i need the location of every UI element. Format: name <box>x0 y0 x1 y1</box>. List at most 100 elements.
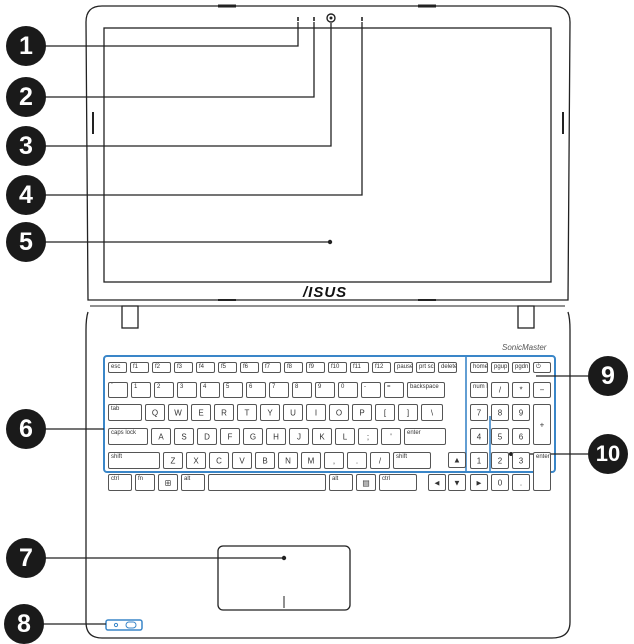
numpad-key-6[interactable]: * <box>512 382 530 398</box>
key-row3-5[interactable]: G <box>243 428 263 445</box>
key-8-fn[interactable]: f8 <box>284 362 303 373</box>
numpad-key-14[interactable]: 6 <box>512 428 530 445</box>
key-11-fn[interactable]: f11 <box>350 362 369 373</box>
key-row1-6[interactable]: 6 <box>246 382 266 398</box>
key-row4-11[interactable]: shift <box>393 452 431 469</box>
key-13-fn[interactable]: pause break <box>394 362 413 373</box>
key-15-fn[interactable]: delete <box>438 362 457 373</box>
key-row4-8[interactable]: , <box>324 452 344 469</box>
key-row1-8[interactable]: 8 <box>292 382 312 398</box>
key-2-fn[interactable]: f2 <box>152 362 171 373</box>
key-row2-11[interactable]: [ <box>375 404 395 421</box>
key-row4-6[interactable]: N <box>278 452 298 469</box>
key-row3-3[interactable]: D <box>197 428 217 445</box>
key-row2-4[interactable]: R <box>214 404 234 421</box>
key-row3-7[interactable]: J <box>289 428 309 445</box>
key-row3-0[interactable]: caps lock <box>108 428 148 445</box>
key-10-fn[interactable]: f10 <box>328 362 347 373</box>
numpad-key-13[interactable]: 5 <box>491 428 509 445</box>
numpad-key-12[interactable]: 4 <box>470 428 488 445</box>
numpad-key-1[interactable]: pgup <box>491 362 509 373</box>
numpad-key-15[interactable]: 1 <box>470 452 488 469</box>
key-row3-8[interactable]: K <box>312 428 332 445</box>
numpad-key-19[interactable]: 0 <box>491 474 509 491</box>
key-row2-5[interactable]: T <box>237 404 257 421</box>
key-row3-9[interactable]: L <box>335 428 355 445</box>
numpad-key-17[interactable]: 3 <box>512 452 530 469</box>
key-row2-9[interactable]: O <box>329 404 349 421</box>
key-row4-10[interactable]: / <box>370 452 390 469</box>
key-arrow-left[interactable]: ◄ <box>428 474 446 491</box>
key-row5-4[interactable] <box>208 474 326 491</box>
numpad-key-0[interactable]: home <box>470 362 488 373</box>
key-5-fn[interactable]: f5 <box>218 362 237 373</box>
key-row4-7[interactable]: M <box>301 452 321 469</box>
key-row2-12[interactable]: ] <box>398 404 418 421</box>
key-row3-10[interactable]: ; <box>358 428 378 445</box>
key-0-fn[interactable]: esc <box>108 362 127 373</box>
key-row3-4[interactable]: F <box>220 428 240 445</box>
key-row5-3[interactable]: alt <box>181 474 205 491</box>
key-7-fn[interactable]: f7 <box>262 362 281 373</box>
key-row5-7[interactable]: ctrl <box>379 474 417 491</box>
key-row3-11[interactable]: ' <box>381 428 401 445</box>
key-row1-2[interactable]: 2 <box>154 382 174 398</box>
key-row5-0[interactable]: ctrl <box>108 474 132 491</box>
key-arrow-down[interactable]: ▼ <box>448 474 466 491</box>
key-row5-5[interactable]: alt <box>329 474 353 491</box>
key-arrow-right[interactable]: ► <box>470 474 488 491</box>
key-row1-12[interactable]: = <box>384 382 404 398</box>
key-row5-6[interactable]: ▤ <box>356 474 376 491</box>
key-arrow-up[interactable]: ▲ <box>448 452 466 468</box>
key-row1-4[interactable]: 4 <box>200 382 220 398</box>
key-row3-1[interactable]: A <box>151 428 171 445</box>
key-row5-2[interactable]: ⊞ <box>158 474 178 491</box>
key-row2-3[interactable]: E <box>191 404 211 421</box>
key-row2-10[interactable]: P <box>352 404 372 421</box>
key-row1-9[interactable]: 9 <box>315 382 335 398</box>
key-row2-13[interactable]: \ <box>421 404 443 421</box>
numpad-key-2[interactable]: pgdn <box>512 362 530 373</box>
key-row2-6[interactable]: Y <box>260 404 280 421</box>
key-1-fn[interactable]: f1 <box>130 362 149 373</box>
key-row2-1[interactable]: Q <box>145 404 165 421</box>
key-row4-0[interactable]: shift <box>108 452 160 469</box>
key-row1-1[interactable]: 1 <box>131 382 151 398</box>
key-9-fn[interactable]: f9 <box>306 362 325 373</box>
key-row2-2[interactable]: W <box>168 404 188 421</box>
key-row1-0[interactable]: ` <box>108 382 128 398</box>
key-6-fn[interactable]: f6 <box>240 362 259 373</box>
numpad-key-9[interactable]: 8 <box>491 404 509 421</box>
numpad-key-5[interactable]: / <box>491 382 509 398</box>
numpad-key-20[interactable]: . <box>512 474 530 491</box>
numpad-key-8[interactable]: 7 <box>470 404 488 421</box>
key-row1-7[interactable]: 7 <box>269 382 289 398</box>
key-row2-7[interactable]: U <box>283 404 303 421</box>
key-row1-10[interactable]: 0 <box>338 382 358 398</box>
key-row1-11[interactable]: - <box>361 382 381 398</box>
numpad-key-18[interactable]: enter <box>533 452 551 491</box>
numpad-key-4[interactable]: num lk <box>470 382 488 398</box>
key-row1-5[interactable]: 5 <box>223 382 243 398</box>
key-row4-4[interactable]: V <box>232 452 252 469</box>
key-row4-9[interactable]: . <box>347 452 367 469</box>
numpad-key-3[interactable]: ⏻ <box>533 362 551 373</box>
key-row3-2[interactable]: S <box>174 428 194 445</box>
numpad-key-16[interactable]: 2 <box>491 452 509 469</box>
key-row2-0[interactable]: tab <box>108 404 142 421</box>
key-row3-12[interactable]: enter <box>404 428 446 445</box>
key-row4-2[interactable]: X <box>186 452 206 469</box>
key-4-fn[interactable]: f4 <box>196 362 215 373</box>
key-3-fn[interactable]: f3 <box>174 362 193 373</box>
numpad-key-7[interactable]: − <box>533 382 551 398</box>
numpad-key-11[interactable]: + <box>533 404 551 445</box>
key-14-fn[interactable]: prt sc sysrq <box>416 362 435 373</box>
key-12-fn[interactable]: f12 <box>372 362 391 373</box>
numpad-key-10[interactable]: 9 <box>512 404 530 421</box>
key-row4-5[interactable]: B <box>255 452 275 469</box>
key-row2-8[interactable]: I <box>306 404 326 421</box>
key-row3-6[interactable]: H <box>266 428 286 445</box>
key-row4-3[interactable]: C <box>209 452 229 469</box>
key-row1-3[interactable]: 3 <box>177 382 197 398</box>
key-row4-1[interactable]: Z <box>163 452 183 469</box>
